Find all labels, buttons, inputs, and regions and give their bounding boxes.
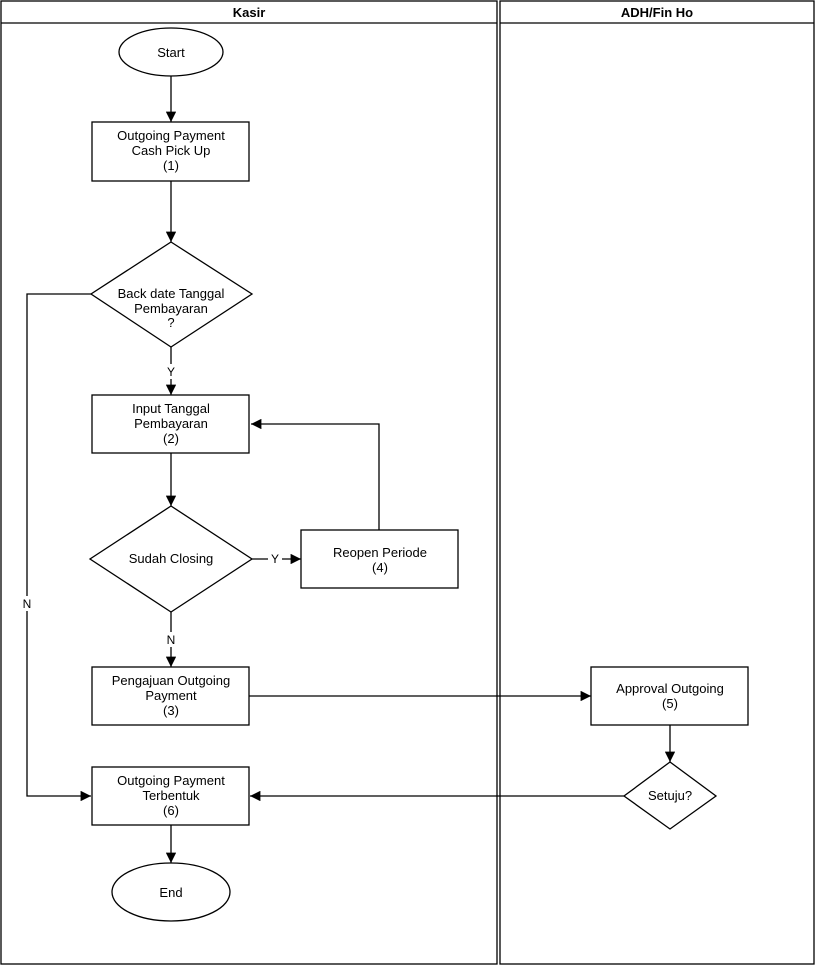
svg-text:End: End [159,885,182,900]
svg-text:Approval Outgoing: Approval Outgoing [616,681,724,696]
svg-text:(3): (3) [163,703,179,718]
label-backdate-yes: Y [167,365,175,379]
svg-text:(2): (2) [163,431,179,446]
decision-setuju: Setuju? [622,761,718,830]
svg-text:Payment: Payment [145,688,197,703]
svg-text:Input Tanggal: Input Tanggal [132,401,210,416]
svg-text:Outgoing Payment: Outgoing Payment [117,128,225,143]
decision-sudah-closing: Sudah Closing [88,505,254,613]
edge-backdate-no [26,293,91,802]
svg-text:Back date Tanggal: Back date Tanggal [118,286,225,301]
node-reopen-periode: Reopen Periode (4) [300,529,459,589]
svg-text:Sudah Closing: Sudah Closing [129,551,214,566]
node-end: End [111,862,231,922]
svg-text:(1): (1) [163,158,179,173]
label-closing-yes: Y [271,552,279,566]
edge-p4-to-p2 [250,418,380,530]
lane-adh-fin-ho-title: ADH/Fin Ho [621,5,693,20]
node-pengajuan-outgoing-payment: Pengajuan Outgoing Payment (3) [91,666,250,726]
node-outgoing-payment-terbentuk: Outgoing Payment Terbentuk (6) [91,766,250,826]
svg-text:Outgoing Payment: Outgoing Payment [117,773,225,788]
label-backdate-no: N [23,597,32,611]
svg-text:Pengajuan Outgoing: Pengajuan Outgoing [112,673,231,688]
svg-text:Pembayaran: Pembayaran [134,301,208,316]
lane-adh-fin-ho: ADH/Fin Ho [499,0,815,965]
lane-kasir: Kasir [0,0,498,965]
edge-labels: Y N Y N [19,364,282,647]
svg-text:(4): (4) [372,560,388,575]
svg-text:Pembayaran: Pembayaran [134,416,208,431]
svg-text:Cash Pick Up: Cash Pick Up [132,143,211,158]
svg-text:Reopen Periode: Reopen Periode [333,545,427,560]
node-start: Start [118,27,224,77]
node-input-tanggal-pembayaran: Input Tanggal Pembayaran (2) [91,394,250,454]
lane-kasir-title: Kasir [233,5,266,20]
svg-text:(5): (5) [662,696,678,711]
node-approval-outgoing: Approval Outgoing (5) [590,666,749,726]
decision-back-date: Back date Tanggal Pembayaran ? [89,241,254,348]
svg-text:(6): (6) [163,803,179,818]
node-outgoing-payment-cash-pick-up: Outgoing Payment Cash Pick Up (1) [91,121,250,182]
label-closing-no: N [167,633,176,647]
svg-text:Terbentuk: Terbentuk [142,788,200,803]
svg-text:?: ? [167,315,174,330]
svg-text:Setuju?: Setuju? [648,788,692,803]
connectors [26,76,676,863]
svg-text:Start: Start [157,45,185,60]
